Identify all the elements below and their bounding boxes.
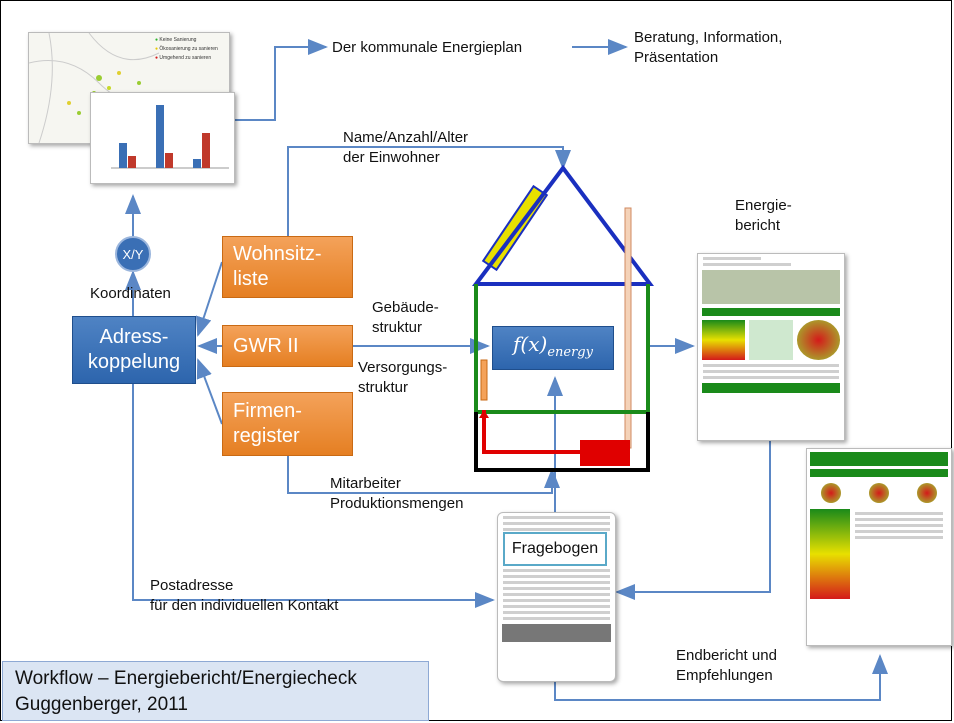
gebaeudestruktur-label: Gebäude- struktur xyxy=(372,299,439,336)
chart-image xyxy=(111,105,229,169)
einwohner-label: Name/Anzahl/Alter der Einwohner xyxy=(343,129,469,166)
map-legend: ● Keine Sanierung ● Ökosanierung zu sani… xyxy=(155,36,218,63)
legend-label-green: Keine Sanierung xyxy=(159,37,197,43)
beratung-label: Beratung, Information, Präsentation xyxy=(634,29,783,66)
arrow-einwohner-to-house xyxy=(287,146,571,236)
legend-label-red: Umgehend zu sanieren xyxy=(159,55,212,61)
firmenregister-box: Firmen- register xyxy=(222,392,353,456)
arrow-bericht-to-fragebogen xyxy=(615,440,771,600)
adresskoppelung-label: Adress- koppelung xyxy=(87,326,181,373)
legend-item-green: ● Keine Sanierung xyxy=(155,37,197,43)
xy-label: X/Y xyxy=(122,246,144,262)
endbericht-label: Endbericht und Empfehlungen xyxy=(676,647,777,684)
footer-line1: Workflow – Energiebericht/Energiecheck xyxy=(15,668,357,689)
arrow-report-to-plan xyxy=(235,39,328,121)
firmenregister-label: Firmen- register xyxy=(233,400,302,447)
legend-label-yellow: Ökosanierung zu sanieren xyxy=(159,46,218,52)
fragebogen-label: Fragebogen xyxy=(511,540,599,557)
arrow-firmen-to-adress xyxy=(196,358,223,425)
fx-sub: energy xyxy=(547,344,593,360)
legend-item-red: ● Umgehend zu sanieren xyxy=(155,55,212,61)
chart-thumbnail xyxy=(90,92,235,184)
gwr-box: GWR II xyxy=(222,325,353,367)
fx-energy-box: f(x)energy xyxy=(492,326,614,370)
koordinaten-label: Koordinaten xyxy=(90,285,171,302)
postadresse-label: Postadresse für den individuellen Kontak… xyxy=(150,577,339,614)
xy-node: X/Y xyxy=(115,236,151,272)
arrow-firmen-to-house xyxy=(287,456,560,494)
fx-main: f(x) xyxy=(513,331,548,356)
footer-line2: Guggenberger, 2011 xyxy=(15,694,188,715)
legend-item-yellow: ● Ökosanierung zu sanieren xyxy=(155,46,218,52)
wohnsitzliste-label: Wohnsitz- liste xyxy=(233,243,322,290)
footer-caption: Workflow – Energiebericht/Energiecheck G… xyxy=(2,661,429,721)
adresskoppelung-box: Adress- koppelung xyxy=(72,316,196,384)
arrow-adress-to-fragebogen xyxy=(132,384,495,608)
energiebericht-document xyxy=(697,253,845,441)
arrow-fragebogen-to-check xyxy=(554,654,888,701)
fragebogen-label-box: Fragebogen xyxy=(503,532,607,566)
gwr-label: GWR II xyxy=(233,334,299,357)
mitarbeiter-label: Mitarbeiter Produktionsmengen xyxy=(330,475,464,512)
energieplan-label: Der kommunale Energieplan xyxy=(332,39,523,56)
versorgungsstruktur-label: Versorgungs- struktur xyxy=(358,359,448,396)
energiebericht-label: Energie- bericht xyxy=(735,197,792,234)
wohnsitzliste-box: Wohnsitz- liste xyxy=(222,236,353,298)
arrow-wohnsitz-to-adress xyxy=(196,261,223,337)
fx-energy-label: f(x)energy xyxy=(513,332,593,365)
energiecheck-document xyxy=(806,448,952,646)
